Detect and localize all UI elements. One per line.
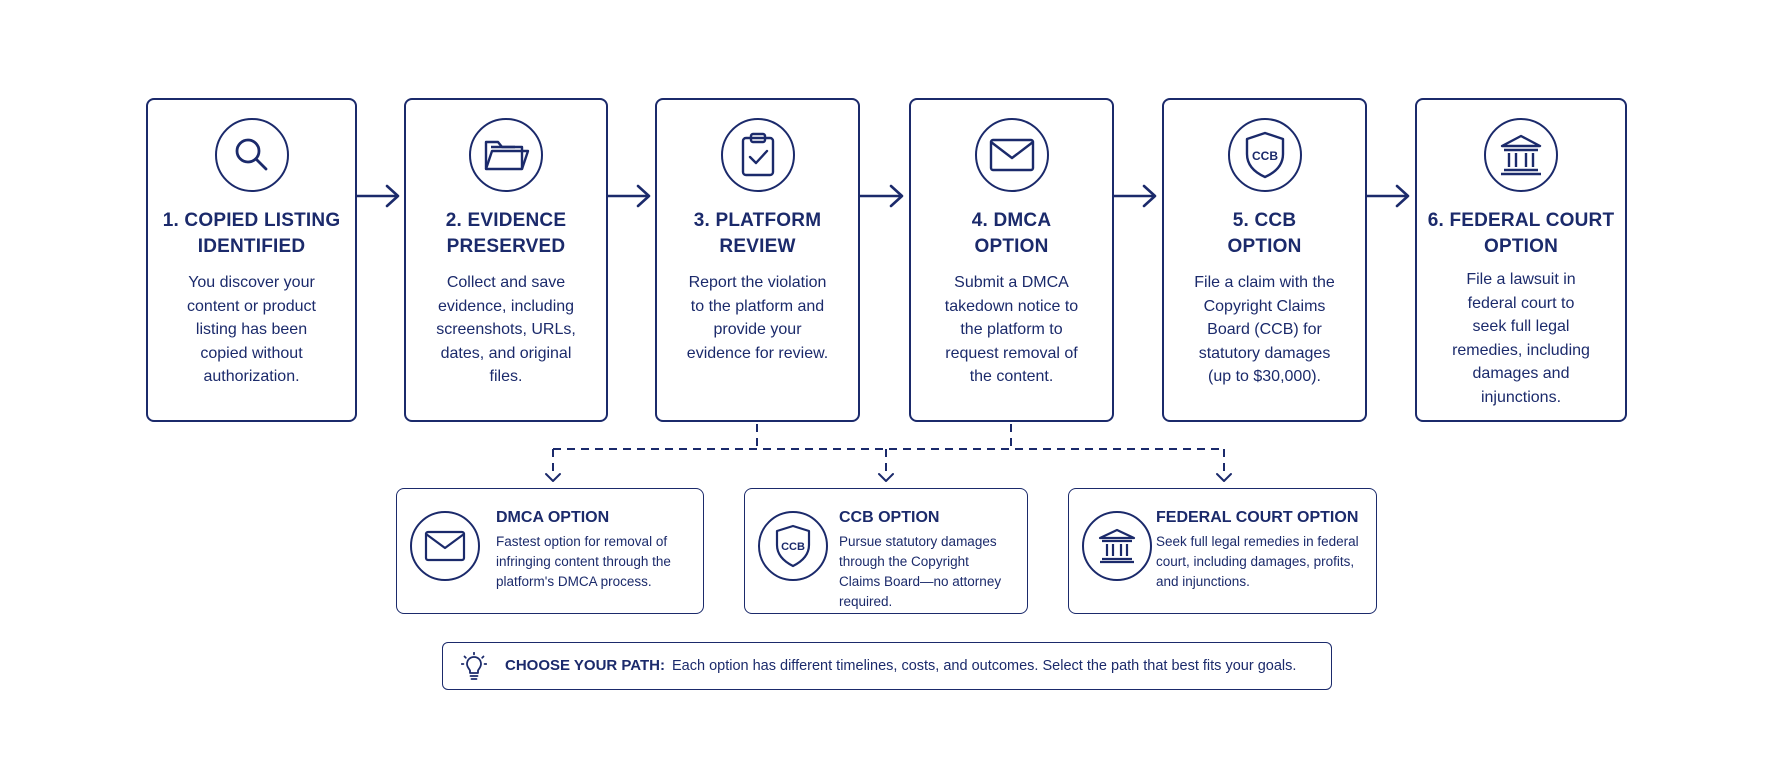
- courthouse-icon: [1082, 511, 1152, 581]
- step-title: 2. EVIDENCE PRESERVED: [445, 210, 567, 257]
- step-title: 5. CCB OPTION: [1227, 210, 1302, 257]
- envelope-icon: [410, 511, 480, 581]
- step-title: 6. FEDERAL COURT OPTION: [1427, 210, 1615, 257]
- option-title: FEDERAL COURT OPTION: [1156, 509, 1359, 526]
- step-description: Collect and save evidence, including scr…: [436, 274, 576, 385]
- step-card-2: 2. EVIDENCE PRESERVED Collect and save e…: [404, 98, 608, 422]
- lightbulb-icon: [460, 651, 488, 687]
- arrow-5-to-6: [1365, 184, 1410, 208]
- arrow-4-to-5: [1112, 184, 1157, 208]
- ccb-icon-text: CCB: [781, 541, 805, 553]
- option-card-federal-court: FEDERAL COURT OPTION Seek full legal rem…: [1068, 488, 1377, 614]
- tip-text: Each option has different timelines, cos…: [672, 658, 1297, 674]
- step-card-3: 3. PLATFORM REVIEW Report the violation …: [655, 98, 860, 422]
- option-description: Pursue statutory damages through the Cop…: [839, 534, 1002, 609]
- arrow-2-to-3: [606, 184, 651, 208]
- option-card-dmca: DMCA OPTION Fastest option for removal o…: [396, 488, 704, 614]
- option-description: Fastest option for removal of infringing…: [496, 534, 671, 589]
- ccb-shield-icon: CCB: [1227, 118, 1302, 192]
- ccb-shield-icon: CCB: [758, 511, 828, 581]
- step-description: You discover your content or product lis…: [187, 274, 316, 385]
- arrow-3-to-4: [858, 184, 904, 208]
- step-card-4: 4. DMCA OPTION Submit a DMCA takedown no…: [909, 98, 1114, 422]
- courthouse-icon: [1484, 118, 1558, 192]
- step-description: File a claim with the Copyright Claims B…: [1194, 274, 1335, 385]
- clipboard-check-icon: [720, 118, 795, 192]
- step-card-5: CCB 5. CCB OPTION File a claim with the …: [1162, 98, 1367, 422]
- tip-label: CHOOSE YOUR PATH:: [505, 657, 666, 674]
- step-card-1: 1. COPIED LISTING IDENTIFIED You discove…: [146, 98, 357, 422]
- step-card-6: 6. FEDERAL COURT OPTION File a lawsuit i…: [1415, 98, 1627, 422]
- step-title: 1. COPIED LISTING IDENTIFIED: [162, 210, 341, 257]
- choose-path-callout: CHOOSE YOUR PATH: Each option has differ…: [442, 642, 1332, 690]
- option-card-ccb: CCB CCB OPTION Pursue statutory damages …: [744, 488, 1028, 614]
- step-title: 3. PLATFORM REVIEW: [693, 210, 822, 257]
- step-description: File a lawsuit in federal court to seek …: [1452, 271, 1590, 406]
- option-title: CCB OPTION: [839, 509, 940, 526]
- folder-icon: [469, 118, 543, 192]
- step-description: Report the violation to the platform and…: [686, 274, 829, 362]
- step-description: Submit a DMCA takedown notice to the pla…: [944, 274, 1079, 385]
- ccb-icon-text: CCB: [1252, 149, 1278, 163]
- option-description: Seek full legal remedies in federal cour…: [1156, 534, 1359, 589]
- option-title: DMCA OPTION: [496, 509, 610, 526]
- step-title: 4. DMCA OPTION: [971, 210, 1052, 257]
- arrow-1-to-2: [355, 184, 400, 208]
- envelope-icon: [974, 118, 1049, 192]
- magnifier-icon: [214, 118, 289, 192]
